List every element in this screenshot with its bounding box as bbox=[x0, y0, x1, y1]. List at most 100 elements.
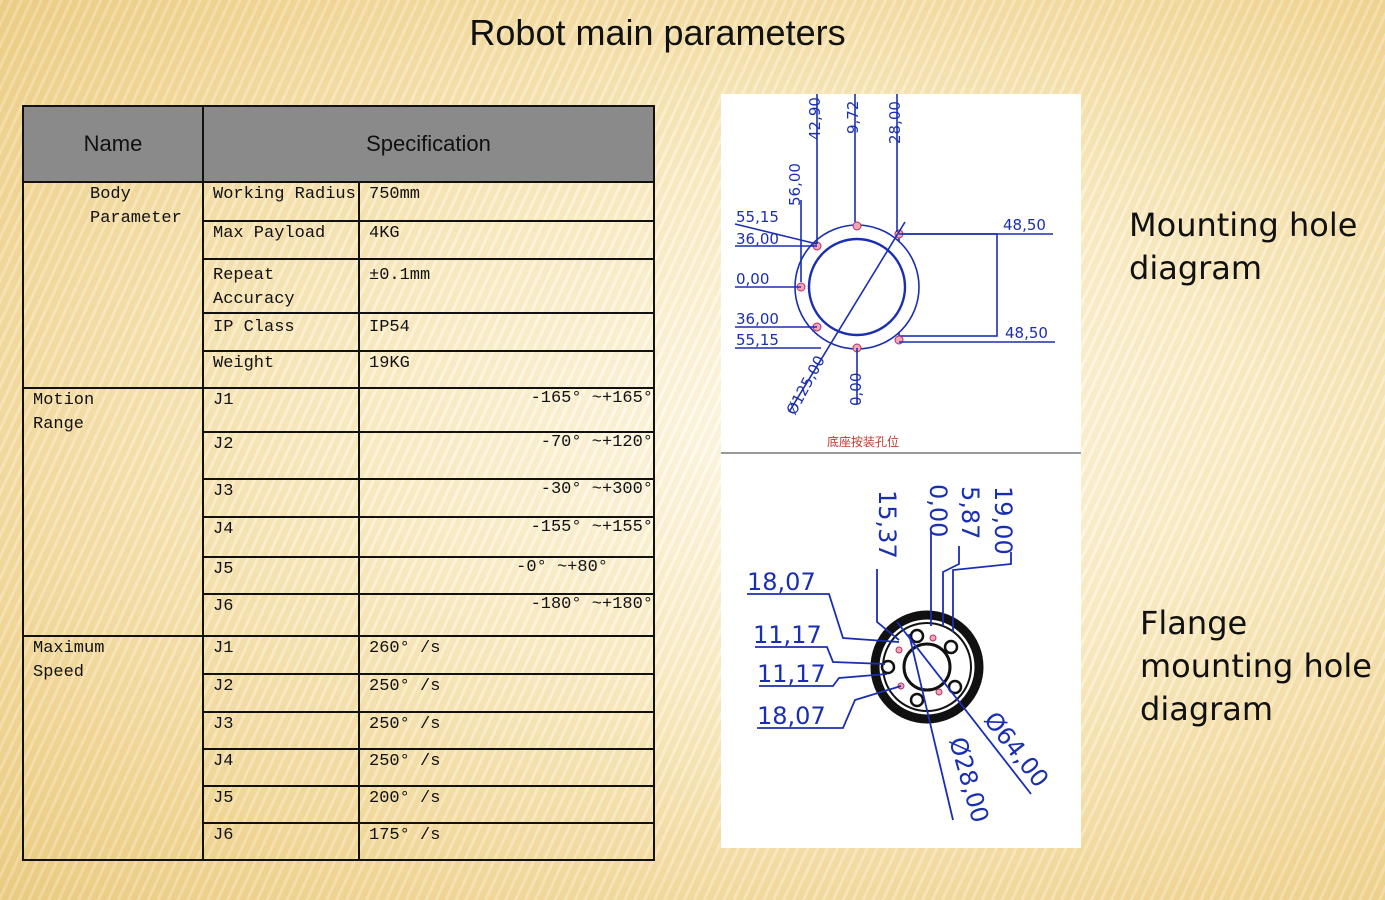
dim-label: Ø125,00 bbox=[783, 353, 829, 418]
dim-label: 11,17 bbox=[753, 621, 822, 649]
joint-label: J5 bbox=[202, 556, 360, 595]
dim-line bbox=[788, 221, 906, 413]
flange-hole bbox=[880, 659, 896, 675]
dim-line bbox=[759, 673, 888, 687]
param-value: ±0.1mm bbox=[358, 258, 655, 314]
dim-label: 0,00 bbox=[847, 373, 865, 406]
flange-hole bbox=[909, 628, 925, 644]
mounting-hole-label: Mounting hole diagram bbox=[1129, 204, 1357, 290]
dim-label: 56,00 bbox=[786, 163, 804, 206]
param-key: IP Class bbox=[202, 312, 360, 352]
table-row: J5 -0° ~+80° bbox=[23, 556, 655, 595]
dim-line bbox=[896, 621, 1032, 795]
base-diagram-caption: 底座按装孔位 bbox=[827, 434, 899, 449]
mounting-drawing: 42,90 9,72 28,00 56,00 55,15 36,00 0,00 … bbox=[721, 94, 1081, 826]
flange-inner-circle bbox=[902, 642, 952, 692]
param-key: Max Payload bbox=[202, 220, 360, 260]
parameters-table: Name Specification Body Parameter Workin… bbox=[22, 105, 655, 861]
table-row: Repeat Accuracy ±0.1mm bbox=[23, 258, 655, 314]
dim-line bbox=[755, 646, 886, 665]
joint-label: J4 bbox=[202, 748, 360, 787]
dim-line bbox=[876, 569, 900, 641]
dim-label: 5,87 bbox=[956, 486, 984, 539]
table-row: J6 175° /s bbox=[23, 822, 655, 861]
label-line: diagram bbox=[1129, 249, 1263, 287]
dim-label: 36,00 bbox=[736, 310, 779, 328]
table-row: Body Parameter Working Radius 750mm bbox=[22, 181, 655, 389]
dim-label: 48,50 bbox=[1003, 216, 1046, 234]
flange-pin bbox=[895, 646, 903, 654]
joint-label: J4 bbox=[202, 516, 360, 558]
table-row: Maximum Speed J1 260° /s bbox=[22, 635, 655, 861]
dim-line bbox=[734, 223, 818, 245]
table-row: Motion Range J1 -165° ~+165° bbox=[22, 387, 655, 637]
param-key: Weight bbox=[202, 350, 360, 389]
dim-label: Ø64,00 bbox=[978, 706, 1054, 792]
dim-label: 55,15 bbox=[736, 208, 779, 226]
header-name: Name bbox=[22, 105, 204, 183]
group-label-line: Range bbox=[33, 415, 85, 434]
table-row: J2 250° /s bbox=[23, 673, 655, 713]
dim-label: 0,00 bbox=[736, 270, 769, 288]
mounting-diagrams-panel: 42,90 9,72 28,00 56,00 55,15 36,00 0,00 … bbox=[721, 94, 1081, 848]
label-line: diagram bbox=[1140, 690, 1274, 728]
flange-outer-ring bbox=[870, 610, 984, 724]
table-header-row: Name Specification bbox=[22, 105, 655, 183]
flange-pin bbox=[929, 634, 937, 642]
base-mounting-diagram bbox=[721, 94, 1081, 454]
flange-hole bbox=[943, 639, 959, 655]
group-motion-range: Motion Range bbox=[22, 387, 204, 637]
range-value: -180° ~+180° bbox=[358, 593, 655, 637]
range-value: -0° ~+80° bbox=[358, 556, 655, 595]
joint-label: J2 bbox=[202, 673, 360, 713]
dim-label: 28,00 bbox=[886, 101, 904, 144]
range-value: -155° ~+155° bbox=[358, 516, 655, 558]
table-row: J3 -30° ~+300° bbox=[23, 478, 655, 518]
param-key: Repeat Accuracy bbox=[202, 258, 360, 314]
dim-line bbox=[942, 546, 960, 626]
speed-value: 260° /s bbox=[358, 635, 655, 675]
speed-value: 200° /s bbox=[358, 785, 655, 824]
param-value: 19KG bbox=[358, 350, 655, 389]
table-row: Weight 19KG bbox=[23, 350, 655, 389]
dim-line bbox=[952, 552, 1012, 632]
dim-line bbox=[908, 633, 954, 821]
group-label-line: Maximum bbox=[33, 639, 105, 658]
joint-label: J3 bbox=[202, 711, 360, 750]
group-label-line: Motion bbox=[33, 391, 95, 410]
group-label-line: Parameter bbox=[90, 209, 182, 228]
param-value: 750mm bbox=[358, 181, 655, 222]
dim-label: 0,00 bbox=[924, 484, 952, 537]
table-row: J5 200° /s bbox=[23, 785, 655, 824]
group-body-parameter: Body Parameter bbox=[22, 181, 204, 389]
dim-label: 19,00 bbox=[989, 486, 1017, 555]
joint-label: J5 bbox=[202, 785, 360, 824]
range-value: -70° ~+120° bbox=[358, 431, 655, 480]
joint-label: J1 bbox=[202, 635, 360, 675]
dim-label: 42,90 bbox=[806, 97, 824, 140]
group-maximum-speed: Maximum Speed bbox=[22, 635, 204, 861]
label-line: mounting hole bbox=[1140, 647, 1372, 685]
base-hole bbox=[852, 221, 862, 231]
dim-label: 48,50 bbox=[1005, 324, 1048, 342]
dim-label: 55,15 bbox=[736, 331, 779, 349]
flange-mid-ring bbox=[882, 622, 972, 712]
table-row: J3 250° /s bbox=[23, 711, 655, 750]
dim-label: 18,07 bbox=[747, 568, 816, 596]
speed-value: 250° /s bbox=[358, 673, 655, 713]
flange-mounting-diagram bbox=[747, 532, 1032, 821]
flange-hole bbox=[909, 692, 925, 708]
header-specification: Specification bbox=[202, 105, 655, 183]
flange-hole-label: Flange mounting hole diagram bbox=[1140, 602, 1372, 731]
dim-label: 15,37 bbox=[873, 490, 901, 559]
speed-value: 250° /s bbox=[358, 748, 655, 787]
param-key-line: Accuracy bbox=[213, 290, 295, 309]
param-value: IP54 bbox=[358, 312, 655, 352]
group-label-line: Speed bbox=[33, 663, 85, 682]
speed-value: 250° /s bbox=[358, 711, 655, 750]
param-key-line: Repeat bbox=[213, 266, 275, 285]
dim-label: 36,00 bbox=[736, 230, 779, 248]
dim-label: 9,72 bbox=[844, 101, 862, 134]
dim-label: 11,17 bbox=[757, 660, 826, 688]
page-title: Robot main parameters bbox=[469, 12, 846, 53]
